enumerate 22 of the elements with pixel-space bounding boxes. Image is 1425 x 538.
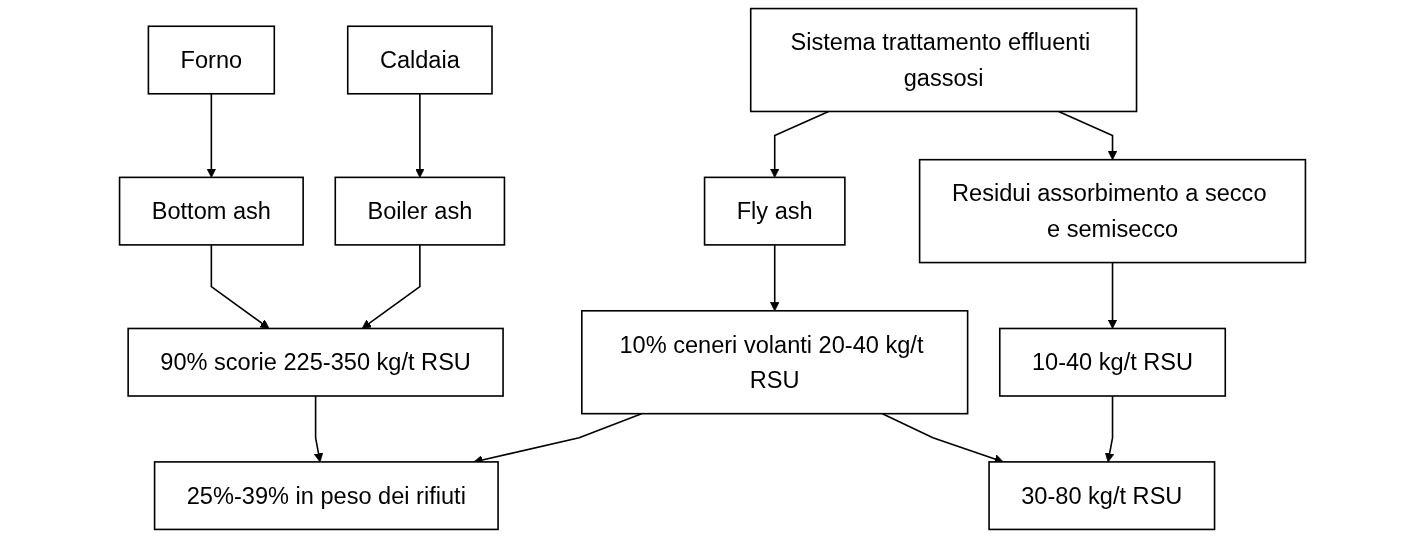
node-box: Forno: [147, 25, 276, 95]
arrow: [770, 244, 780, 312]
arrow: [1107, 261, 1118, 329]
node-box: 10-40 kg/t RSU: [998, 327, 1227, 397]
node-box: 25%-39% in peso dei rifiuti: [153, 461, 499, 531]
node-box: Sistema trattamento effluenti gassosi: [749, 7, 1138, 113]
node-box: 30-80 kg/t RSU: [988, 461, 1216, 531]
node-box: Caldaia: [346, 25, 493, 95]
node-box: Residui assorbimento a secco e semisecco: [918, 158, 1307, 264]
node-box: 10% ceneri volanti 20-40 kg/t RSU: [581, 310, 969, 415]
arrow: [206, 92, 217, 178]
arrow: [1105, 395, 1115, 463]
node-box: Fly ash: [703, 176, 846, 246]
node-box: Bottom ash: [118, 176, 304, 246]
node-box: Boiler ash: [334, 176, 506, 246]
node-box: 90% scorie 225-350 kg/t RSU: [127, 327, 504, 397]
arrow: [361, 244, 421, 329]
arrow: [313, 395, 324, 463]
arrow: [770, 110, 830, 178]
arrow: [210, 244, 270, 329]
arrow: [1057, 110, 1118, 161]
arrow: [415, 92, 425, 178]
